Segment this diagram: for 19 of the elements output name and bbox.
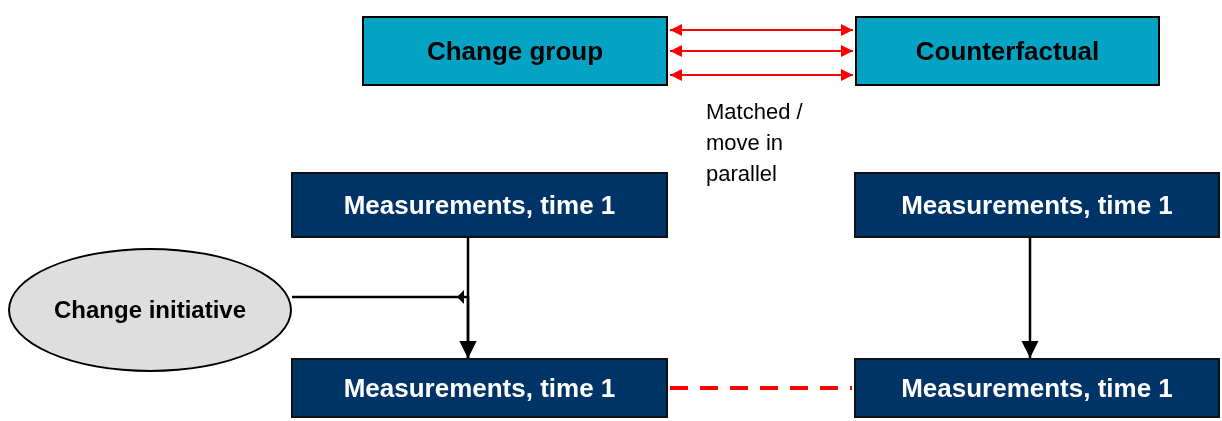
arrow bbox=[669, 69, 854, 81]
node-label: Measurements, time 1 bbox=[343, 371, 616, 405]
arrow bbox=[669, 24, 854, 36]
group-box bbox=[362, 16, 668, 86]
node-label: Measurements, time 1 bbox=[901, 188, 1173, 222]
node-label: Change group bbox=[426, 34, 604, 68]
node-label: Change initiative bbox=[53, 295, 246, 325]
measurement-box bbox=[854, 358, 1220, 418]
group-box bbox=[855, 16, 1160, 86]
node-label: Measurements, time 1 bbox=[343, 188, 616, 222]
arrow bbox=[1021, 238, 1039, 358]
node-label: Counterfactual bbox=[915, 34, 1100, 68]
node-label: Measurements, time 1 bbox=[901, 371, 1173, 405]
annotation-text: Matched / move in parallel bbox=[706, 98, 804, 188]
arrow bbox=[669, 45, 854, 57]
measurement-box bbox=[854, 172, 1220, 238]
arrow bbox=[292, 290, 477, 358]
measurement-box bbox=[291, 172, 668, 238]
measurement-box bbox=[291, 358, 668, 418]
